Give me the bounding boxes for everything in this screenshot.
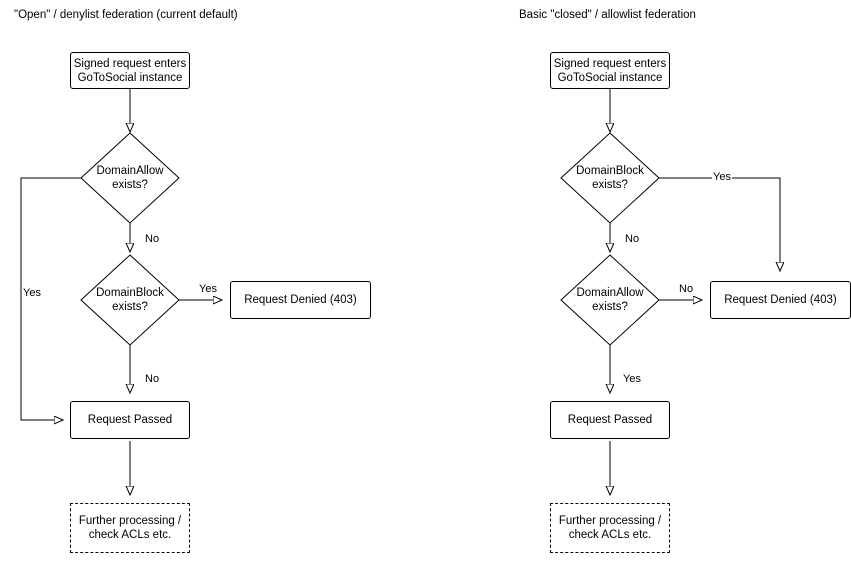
edge-label-block-yes-right: Yes bbox=[712, 171, 732, 184]
edge-label-block-yes-left: Yes bbox=[198, 283, 218, 296]
edge-label-block-no-right: No bbox=[624, 233, 641, 246]
node-decision-domainallow-left-label: DomainAllow exists? bbox=[96, 165, 164, 191]
edge-label-allow-yes-left: Yes bbox=[22, 287, 42, 300]
node-request-passed-right-label: Request Passed bbox=[567, 414, 653, 426]
node-entry-right[interactable]: Signed request enters GoToSocial instanc… bbox=[550, 52, 670, 89]
edge-label-allow-no-left: No bbox=[144, 233, 161, 246]
node-entry-left-label: Signed request enters GoToSocial instanc… bbox=[73, 57, 187, 84]
node-request-denied-right[interactable]: Request Denied (403) bbox=[710, 281, 851, 319]
node-request-passed-left[interactable]: Request Passed bbox=[70, 401, 190, 439]
node-request-denied-left[interactable]: Request Denied (403) bbox=[230, 281, 371, 319]
node-decision-domainallow-right-label: DomainAllow exists? bbox=[576, 287, 644, 313]
diagram-title-left: "Open" / denylist federation (current de… bbox=[14, 9, 238, 21]
node-further-processing-left[interactable]: Further processing / check ACLs etc. bbox=[70, 503, 190, 553]
node-decision-domainblock-left-label: DomainBlock exists? bbox=[96, 287, 164, 313]
node-further-processing-left-label: Further processing / check ACLs etc. bbox=[78, 515, 182, 541]
node-request-denied-left-label: Request Denied (403) bbox=[244, 294, 357, 306]
node-further-processing-right-label: Further processing / check ACLs etc. bbox=[558, 515, 662, 541]
edge-allow-yes-left bbox=[20, 177, 81, 420]
node-entry-right-label: Signed request enters GoToSocial instanc… bbox=[553, 57, 667, 84]
node-decision-domainblock-left[interactable]: DomainBlock exists? bbox=[80, 254, 180, 346]
node-entry-left[interactable]: Signed request enters GoToSocial instanc… bbox=[70, 52, 190, 89]
node-request-passed-right[interactable]: Request Passed bbox=[550, 401, 670, 439]
node-further-processing-right[interactable]: Further processing / check ACLs etc. bbox=[550, 503, 670, 553]
node-decision-domainblock-right-label: DomainBlock exists? bbox=[576, 165, 644, 191]
node-decision-domainallow-left[interactable]: DomainAllow exists? bbox=[80, 132, 180, 224]
diagram-title-right: Basic "closed" / allowlist federation bbox=[519, 9, 696, 21]
node-request-denied-right-label: Request Denied (403) bbox=[724, 294, 837, 306]
edge-block-yes-right bbox=[659, 177, 780, 271]
node-request-passed-left-label: Request Passed bbox=[87, 414, 173, 426]
edge-label-allow-yes-right: Yes bbox=[622, 373, 642, 386]
edge-label-allow-no-right: No bbox=[678, 283, 695, 296]
edge-label-block-no-left: No bbox=[144, 373, 161, 386]
node-decision-domainallow-right[interactable]: DomainAllow exists? bbox=[560, 254, 660, 346]
node-decision-domainblock-right[interactable]: DomainBlock exists? bbox=[560, 132, 660, 224]
